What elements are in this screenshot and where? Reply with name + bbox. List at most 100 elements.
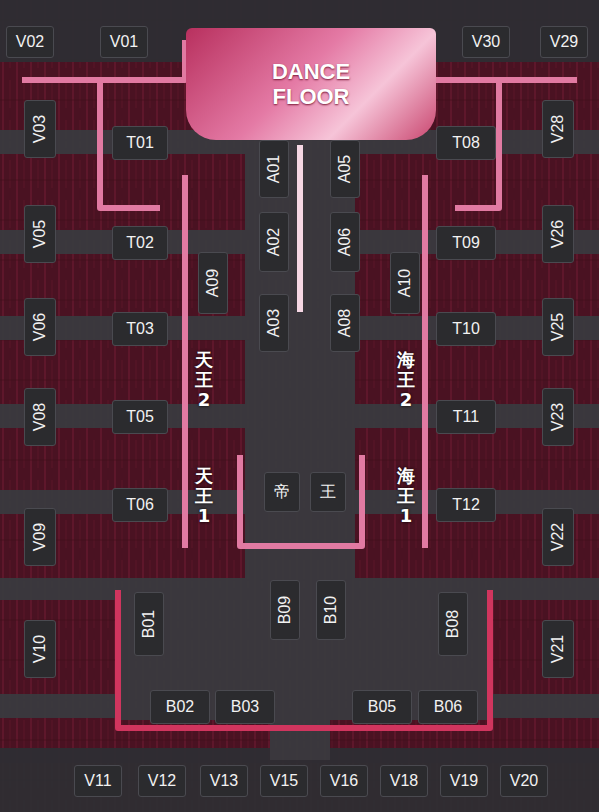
table-box: V03	[24, 100, 56, 158]
table-box: A09	[198, 252, 228, 314]
table-number: V25	[550, 313, 566, 341]
table-number: A09	[205, 269, 221, 297]
table-number: V23	[550, 403, 566, 431]
table-number: A02	[266, 228, 282, 256]
table-number: V30	[472, 34, 500, 50]
table-box: V12	[138, 765, 186, 797]
table-box: B02	[150, 690, 210, 724]
table-box: V15	[260, 765, 308, 797]
table-number: V28	[550, 115, 566, 143]
table-number: DANCE FLOOR	[251, 59, 371, 110]
table-box: B10	[316, 580, 346, 640]
table-box: T06	[112, 488, 168, 522]
table-number: V01	[110, 34, 138, 50]
dance-floor: DANCE FLOOR	[186, 28, 436, 140]
table-box: B01	[134, 592, 164, 656]
table-box: B09	[270, 580, 300, 640]
table-number: V03	[32, 115, 48, 143]
table-number: V06	[32, 313, 48, 341]
zone-label: 海王1	[397, 466, 415, 525]
table-number: B01	[141, 610, 157, 638]
table-number: V12	[148, 773, 176, 789]
table-number: V10	[32, 635, 48, 663]
table-box: V16	[320, 765, 368, 797]
table-box: V13	[200, 765, 248, 797]
table-number: B05	[368, 699, 396, 715]
table-box: V22	[542, 508, 574, 566]
table-box: V11	[74, 765, 122, 797]
table-box: 帝	[264, 472, 300, 512]
table-number: V13	[210, 773, 238, 789]
table-box: V21	[542, 620, 574, 678]
table-box: V05	[24, 205, 56, 263]
table-box: V26	[542, 205, 574, 263]
table-number: V08	[32, 403, 48, 431]
table-box: T11	[436, 400, 496, 434]
table-number: B03	[231, 699, 259, 715]
table-box: V25	[542, 298, 574, 356]
table-number: T02	[126, 235, 154, 251]
table-number: V20	[510, 773, 538, 789]
table-box: 王	[310, 472, 346, 512]
table-number: V16	[330, 773, 358, 789]
table-box: A01	[259, 140, 289, 198]
table-number: 王	[320, 484, 336, 500]
table-box: V19	[440, 765, 488, 797]
table-number: T01	[126, 135, 154, 151]
table-number: T08	[452, 135, 480, 151]
table-box: A10	[390, 252, 420, 314]
table-box: A03	[259, 294, 289, 352]
table-number: V09	[32, 523, 48, 551]
table-box: V01	[100, 26, 148, 58]
table-box: V08	[24, 388, 56, 446]
table-number: V21	[550, 635, 566, 663]
table-number: T03	[126, 321, 154, 337]
zone-label: 海王2	[397, 350, 415, 409]
table-number: V26	[550, 220, 566, 248]
table-box: V28	[542, 100, 574, 158]
table-number: B02	[166, 699, 194, 715]
table-box: A05	[330, 140, 360, 198]
table-box: V18	[380, 765, 428, 797]
table-number: 帝	[274, 484, 290, 500]
table-box: V10	[24, 620, 56, 678]
table-box: B05	[352, 690, 412, 724]
zone-label: 天王2	[195, 350, 213, 409]
table-box: T02	[112, 226, 168, 260]
table-box: V29	[540, 26, 588, 58]
table-number: A06	[337, 228, 353, 256]
table-number: B09	[277, 596, 293, 624]
table-number: V22	[550, 523, 566, 551]
table-box: T05	[112, 400, 168, 434]
table-box: A02	[259, 212, 289, 272]
table-number: T10	[452, 321, 480, 337]
table-number: V18	[390, 773, 418, 789]
table-box: V02	[6, 26, 54, 58]
table-box: V06	[24, 298, 56, 356]
table-number: A05	[337, 155, 353, 183]
table-number: V02	[16, 34, 44, 50]
table-box: A06	[330, 212, 360, 272]
table-number: T05	[126, 409, 154, 425]
table-box: T03	[112, 312, 168, 346]
table-number: T09	[452, 235, 480, 251]
table-number: V19	[450, 773, 478, 789]
table-number: T11	[453, 409, 479, 425]
table-number: T12	[452, 497, 480, 513]
table-number: A10	[397, 269, 413, 297]
table-box: V20	[500, 765, 548, 797]
table-number: B10	[323, 596, 339, 624]
table-box: B03	[215, 690, 275, 724]
table-number: V15	[270, 773, 298, 789]
table-number: V05	[32, 220, 48, 248]
table-box: T12	[436, 488, 496, 522]
table-box: B06	[418, 690, 478, 724]
table-number: V29	[550, 34, 578, 50]
zone-label: 天王1	[195, 466, 213, 525]
table-number: A01	[266, 155, 282, 183]
table-box: T09	[436, 226, 496, 260]
table-box: B08	[438, 592, 468, 656]
table-box: A08	[330, 294, 360, 352]
table-number: B08	[445, 610, 461, 638]
